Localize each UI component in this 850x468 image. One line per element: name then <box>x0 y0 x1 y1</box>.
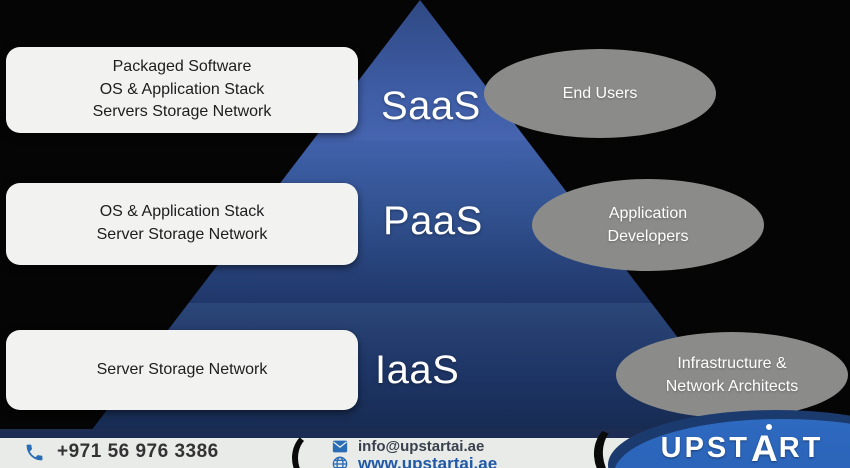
tier-label-paas: PaaS <box>383 199 483 243</box>
stack-box-saas: Packaged Software OS & Application Stack… <box>6 47 358 133</box>
envelope-icon <box>332 440 348 453</box>
audience-line: Network Architects <box>665 378 799 395</box>
phone-number: +971 56 976 3386 <box>57 441 219 462</box>
stack-box-iaas: Server Storage Network <box>6 330 358 410</box>
audience-ellipse-end-users: End Users <box>484 49 716 138</box>
stack-box-line: Server Storage Network <box>96 360 268 378</box>
footer-website: www.upstartai.ae <box>332 454 497 468</box>
stack-box-line: OS & Application Stack <box>99 203 265 221</box>
stack-box-line: OS & Application Stack <box>99 80 265 98</box>
audience-line: Infrastructure & <box>677 354 787 372</box>
globe-icon <box>332 456 348 468</box>
logo-ai-dot-icon <box>766 424 772 430</box>
stack-box-line: Packaged Software <box>112 57 252 75</box>
footer-divider-arc <box>292 431 336 468</box>
audience-ellipse-application-developers: Application Developers <box>532 179 764 271</box>
upstart-logo: UPST A RT <box>642 424 842 468</box>
email-address: info@upstartai.ae <box>358 438 485 455</box>
stack-box-paas: OS & Application Stack Server Storage Ne… <box>6 183 358 265</box>
audience-line: End Users <box>562 84 638 102</box>
stack-box-line: Servers Storage Network <box>92 103 272 121</box>
phone-icon <box>26 444 43 460</box>
logo-stylized-a: A <box>750 428 778 468</box>
audience-line: Developers <box>607 228 689 245</box>
footer-phone: +971 56 976 3386 <box>24 441 219 463</box>
logo-text-part: UPST <box>660 431 750 464</box>
audience-ellipse-infrastructure-architects: Infrastructure & Network Architects <box>616 332 848 418</box>
audience-line: Application <box>608 204 688 222</box>
logo-text-part: RT <box>778 431 824 464</box>
website-url: www.upstartai.ae <box>358 454 498 468</box>
footer-email: info@upstartai.ae <box>332 438 484 455</box>
stack-box-line: Server Storage Network <box>96 226 268 243</box>
tier-label-iaas: IaaS <box>375 348 460 392</box>
tier-label-saas: SaaS <box>381 84 481 128</box>
footer-accent-strip <box>0 429 850 438</box>
